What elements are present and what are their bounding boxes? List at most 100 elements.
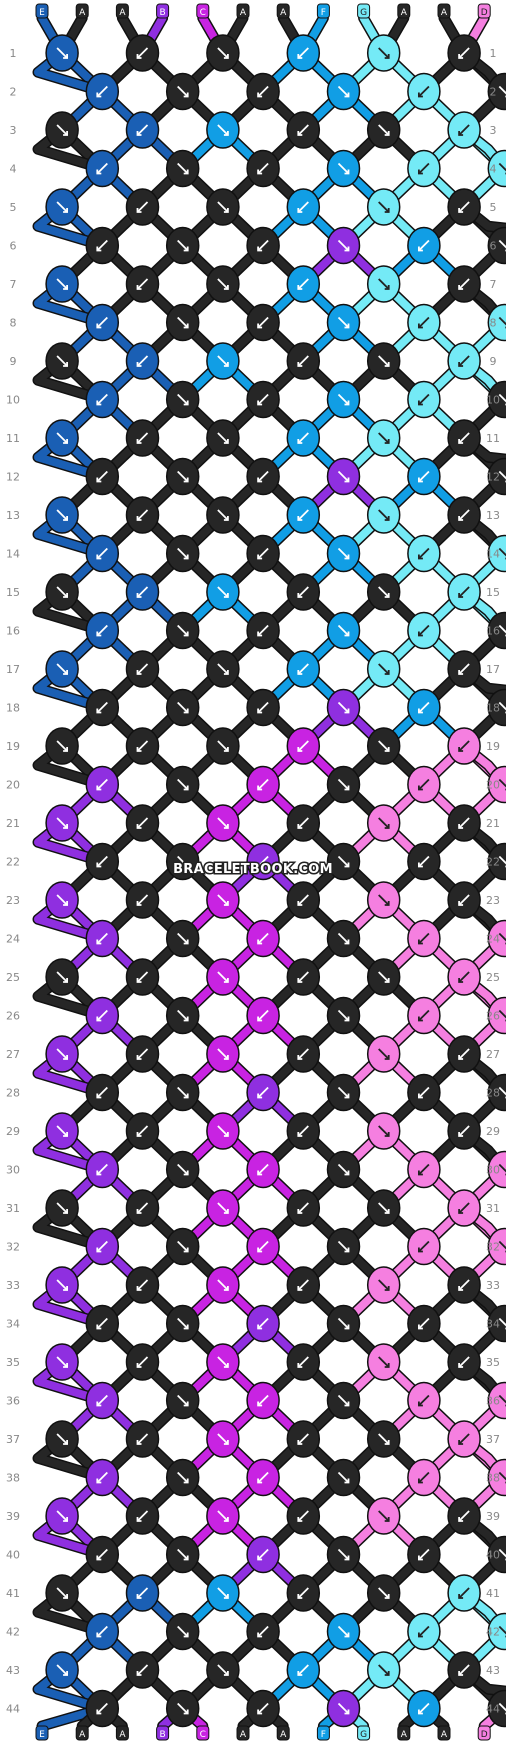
knot-arrow-icon [136, 355, 149, 367]
knot [85, 1304, 120, 1343]
knot-arrow-icon [297, 47, 309, 59]
knot-arrow-icon [378, 509, 390, 521]
knot-arrowhead-icon [183, 708, 189, 714]
knot [447, 111, 481, 149]
knot [206, 804, 240, 842]
row-number-right: 25 [486, 971, 500, 984]
knot-arrowhead-icon [417, 862, 423, 868]
knot-arrowhead-icon [297, 516, 303, 521]
knot [366, 1266, 401, 1304]
knot-shape [487, 380, 506, 419]
string-label-top: A [79, 8, 86, 18]
knot [447, 1497, 481, 1535]
knot [326, 765, 361, 804]
knot-arrow-icon [498, 1240, 506, 1250]
knot-arrow-icon [56, 1125, 68, 1137]
knot-arrowhead-icon [458, 1363, 464, 1368]
knot-arrowhead-icon [136, 824, 142, 829]
knot [125, 188, 160, 226]
knot-arrowhead-icon [63, 208, 68, 213]
knot-arrow-icon [136, 432, 149, 444]
knot-arrow-icon [337, 1625, 350, 1638]
knot [85, 919, 120, 958]
knot [366, 1189, 401, 1227]
knot-arrowhead-icon [458, 901, 464, 906]
knot-arrowhead-icon [223, 1209, 229, 1214]
knot-arrow-icon [136, 740, 149, 752]
string-label-bottom: A [240, 1730, 247, 1740]
knot [326, 1612, 361, 1651]
knot-arrow-icon [217, 1279, 229, 1291]
knot-arrow-icon [56, 740, 68, 752]
knot [246, 149, 280, 188]
knot [85, 1612, 120, 1651]
knot [366, 1343, 401, 1381]
knot-arrowhead-icon [183, 862, 189, 868]
knot-arrowhead-icon [344, 1093, 350, 1099]
knot-arrowhead-icon [136, 516, 142, 521]
knot-arrowhead-icon [344, 1016, 350, 1022]
knot-arrowhead-icon [297, 1363, 303, 1368]
knot-arrow-icon [96, 1548, 108, 1561]
row-number-right: 36 [486, 1395, 500, 1408]
knot [165, 842, 200, 881]
knot-arrowhead-icon [417, 939, 423, 945]
knot-arrowhead-icon [136, 131, 142, 136]
row-number-right: 8 [490, 317, 497, 330]
knot-arrow-icon [337, 1240, 350, 1253]
knot-arrowhead-icon [384, 824, 390, 829]
knot [487, 1381, 506, 1420]
knot-arrowhead-icon [257, 554, 263, 560]
string-bottom-stub [196, 1725, 210, 1741]
row-number-left: 14 [6, 548, 20, 561]
knot [366, 34, 401, 72]
knot-arrow-icon [217, 201, 229, 213]
knot [246, 380, 280, 419]
knot [125, 34, 160, 72]
knot-arrow-icon [136, 894, 149, 906]
knot-arrowhead-icon [63, 978, 68, 983]
knot-arrowhead-icon [96, 1016, 102, 1022]
knot-arrowhead-icon [257, 1555, 263, 1561]
knot-arrowhead-icon [223, 593, 229, 598]
knot [206, 727, 240, 765]
knot [286, 1343, 321, 1381]
knot-arrow-icon [217, 1433, 229, 1445]
knot-arrow-icon [498, 1702, 506, 1712]
knot [85, 765, 120, 804]
knot [447, 804, 481, 842]
knot-arrowhead-icon [96, 631, 102, 637]
knot-arrowhead-icon [458, 824, 464, 829]
knot [125, 1266, 160, 1304]
knot-arrowhead-icon [384, 1517, 390, 1522]
knot-arrowhead-icon [96, 1709, 102, 1715]
knot-arrowhead-icon [344, 400, 350, 406]
string-label-top: B [160, 8, 166, 18]
row-number-left: 36 [6, 1395, 20, 1408]
knot-arrowhead-icon [96, 1478, 102, 1484]
knot-arrow-icon [498, 1086, 506, 1096]
knot-arrowhead-icon [297, 131, 303, 136]
knot [447, 342, 481, 380]
row-number-left: 10 [6, 394, 20, 407]
knot-arrow-icon [177, 624, 189, 637]
knot [447, 1189, 481, 1227]
knot-arrowhead-icon [458, 1671, 464, 1676]
knot [125, 265, 160, 303]
knot-shape [487, 303, 506, 342]
knot-shape [487, 1150, 506, 1189]
knot-arrow-icon [56, 971, 68, 983]
row-number-right: 15 [486, 586, 500, 599]
row-number-left: 44 [6, 1703, 20, 1716]
knot-arrowhead-icon [417, 708, 423, 714]
knot [85, 1150, 120, 1189]
knot [165, 149, 200, 188]
knot [206, 1497, 240, 1535]
knot [487, 1458, 506, 1497]
knot-arrow-icon [177, 855, 189, 868]
knot-arrow-icon [96, 85, 108, 98]
knot-arrow-icon [378, 586, 390, 598]
knot-arrowhead-icon [417, 1401, 423, 1407]
row-number-right: 38 [486, 1472, 500, 1485]
knot [326, 1535, 361, 1574]
